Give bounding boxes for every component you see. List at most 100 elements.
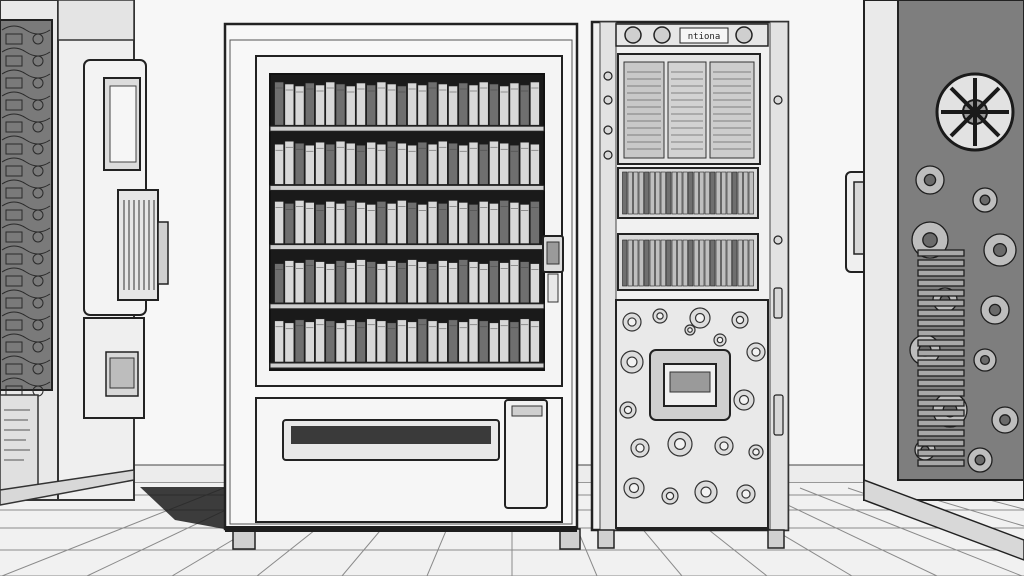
book-spine (315, 141, 325, 185)
book-spine (315, 84, 325, 126)
book-spine (693, 171, 699, 215)
book-spine (304, 321, 315, 363)
book-spine (489, 203, 499, 244)
book-spine (743, 171, 749, 215)
book-spine (726, 239, 732, 287)
book-spine (284, 140, 295, 185)
book-spine (397, 142, 407, 185)
book-spine (478, 320, 489, 363)
book-spine (335, 83, 346, 126)
book-spine (284, 322, 295, 363)
book-spine (294, 319, 305, 363)
book-spine (748, 239, 754, 287)
left-kiosk (83, 59, 169, 419)
book-spine (478, 201, 489, 244)
book-spine (688, 239, 694, 287)
book-spine (499, 262, 510, 304)
book-spine (737, 239, 743, 287)
book-spine (660, 239, 666, 287)
book-spine (335, 260, 346, 304)
book-spine (294, 200, 305, 244)
book-spine (468, 84, 479, 126)
book-spine (325, 320, 336, 363)
book-spine (407, 259, 417, 304)
book-spine (458, 82, 469, 126)
book-spine (294, 85, 305, 126)
book-spine (519, 318, 530, 363)
shelf-board (269, 303, 545, 310)
book-spine (519, 141, 530, 185)
book-spine (407, 321, 417, 363)
book-spine (427, 81, 438, 126)
book-spine (335, 322, 346, 363)
book-spine (530, 143, 540, 185)
book-spine (335, 203, 346, 244)
book-spine (437, 83, 448, 126)
book-spine (519, 261, 530, 304)
book-spine (335, 140, 346, 185)
book-spine (397, 200, 407, 244)
floor-shadow (140, 487, 230, 530)
book-spine (397, 262, 407, 304)
book-spine (356, 144, 366, 185)
book-spine (627, 239, 633, 287)
book-spine (622, 171, 628, 215)
book-spine (274, 320, 284, 363)
book-spine (376, 81, 387, 126)
book-spine (304, 82, 315, 126)
book-spine (407, 202, 417, 244)
book-spine (437, 140, 448, 185)
book-spine (721, 171, 727, 215)
book-spine (325, 143, 336, 185)
book-spine (638, 239, 644, 287)
book-spine (499, 142, 510, 185)
book-spine (376, 320, 387, 363)
side-buttons (603, 71, 784, 436)
book-spine (671, 171, 677, 215)
book-spine (530, 81, 540, 126)
book-spine (325, 81, 336, 126)
book-spine (304, 259, 315, 304)
book-spine (366, 261, 377, 304)
book-spine (356, 82, 366, 126)
book-spine (478, 143, 489, 185)
book-spine (356, 321, 366, 363)
book-spine (633, 239, 639, 287)
book-spine (699, 239, 705, 287)
shelf-board (269, 184, 545, 191)
book-spine (704, 171, 710, 215)
book-spine (366, 84, 377, 126)
book-spine (345, 262, 356, 304)
book-spine (748, 171, 754, 215)
book-spine (356, 259, 366, 304)
shelf-board (269, 362, 545, 369)
book-spine (644, 239, 650, 287)
book-spine (509, 259, 520, 304)
coin-door (504, 399, 548, 509)
book-spine (458, 259, 469, 304)
book-spine (417, 261, 428, 304)
book-spine (376, 263, 387, 304)
book-spine (448, 319, 458, 363)
book-spine (682, 239, 688, 287)
book-spine (386, 203, 397, 244)
book-spine (682, 171, 688, 215)
book-spine (622, 239, 628, 287)
book-spine (366, 141, 377, 185)
book-spine (499, 319, 510, 363)
book-spine (437, 260, 448, 304)
shelf-board (269, 125, 545, 132)
ornate-vending-machine: ntiona (590, 20, 790, 549)
book-spine (743, 239, 749, 287)
book-spine (627, 171, 633, 215)
book-spine (499, 85, 510, 126)
book-spine (704, 239, 710, 287)
book-spine (509, 321, 520, 363)
book-spine (345, 319, 356, 363)
book-spine (427, 201, 438, 244)
book-spine (509, 82, 520, 126)
book-spine (448, 142, 458, 185)
book-spine (693, 239, 699, 287)
book-spine (671, 239, 677, 287)
